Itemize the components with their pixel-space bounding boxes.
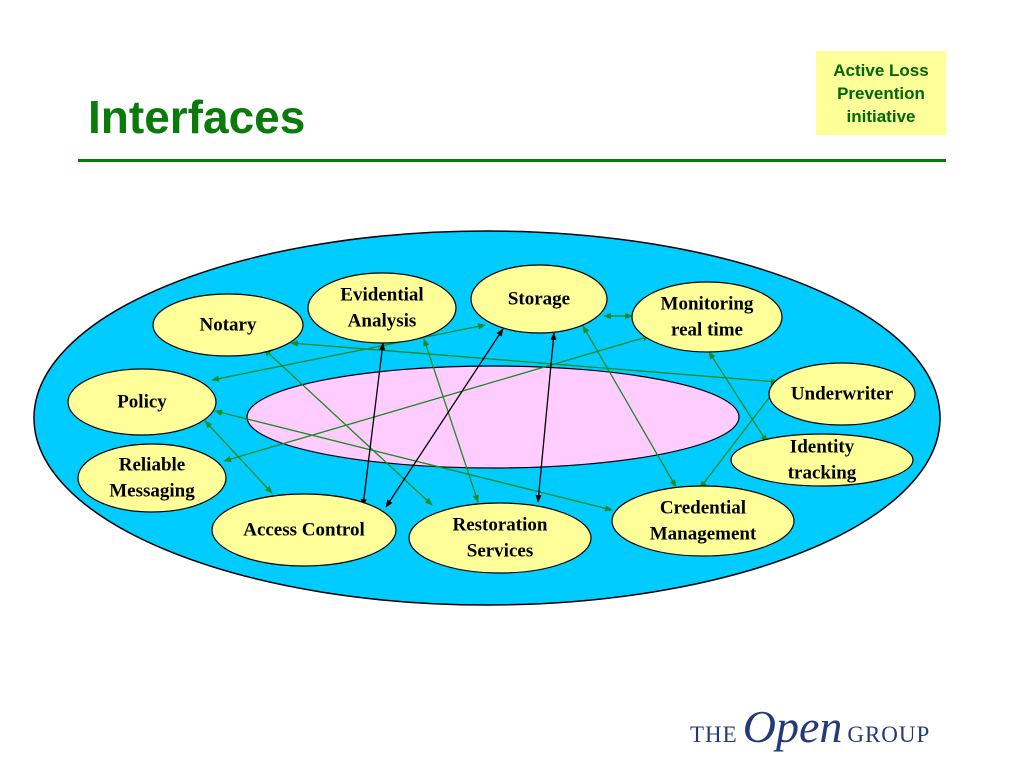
logo-group: GROUP [847,722,931,747]
node-label: Monitoring [661,294,754,315]
node-shape [470,264,608,334]
node-policy: Policy [67,368,217,436]
node-label: Identity [790,437,855,458]
logo-open: Open [742,701,843,752]
node-shape [307,272,457,344]
edge-underwriter-to-credential-management [699,389,776,489]
badge-line: Prevention [837,83,925,103]
node-shape [631,281,783,353]
edges-layer [204,312,779,512]
node-label: Access Control [243,520,365,541]
node-label: real time [671,320,743,341]
node-identity-tracking: Identity tracking [730,433,914,487]
node-shape [67,368,217,436]
inner-ellipse [246,365,740,469]
initiative-badge: Active Loss Prevention initiative [816,51,946,135]
node-shape [611,485,795,557]
node-label: Credential [660,498,746,519]
edge-storage-to-credential-management [582,325,677,488]
node-shape [211,493,397,567]
node-access-control: Access Control [211,493,397,567]
node-label: Reliable [119,455,186,476]
node-shape [152,293,304,357]
node-label: Storage [508,289,570,310]
title-divider [78,159,946,162]
node-label: Underwriter [791,384,894,405]
node-shape [408,502,592,574]
node-monitoring: Monitoring real time [631,281,783,353]
node-label: Evidential [340,285,423,306]
badge-line: initiative [846,106,916,126]
node-underwriter: Underwriter [768,362,916,426]
badge-line: Active Loss [833,60,929,80]
node-label: Restoration [453,515,548,536]
node-notary: Notary [152,293,304,357]
node-label: tracking [788,463,857,484]
node-label: Notary [200,315,257,336]
node-shape [77,443,227,513]
node-label: Messaging [109,481,195,502]
open-group-logo: THE Open GROUP [690,704,930,750]
node-label: Policy [117,392,167,413]
logo-the: THE [690,722,738,747]
node-label: Services [467,541,533,562]
node-shape [768,362,916,426]
node-storage: Storage [470,264,608,334]
node-label: Management [650,524,757,545]
node-shape [730,433,914,487]
edge-storage-to-restoration-services [535,332,557,503]
node-label: Analysis [348,311,417,332]
page-title: Interfaces [88,91,306,143]
edge-evidential-analysis-to-access-control [360,342,386,507]
edge-storage-to-access-control [385,328,504,508]
